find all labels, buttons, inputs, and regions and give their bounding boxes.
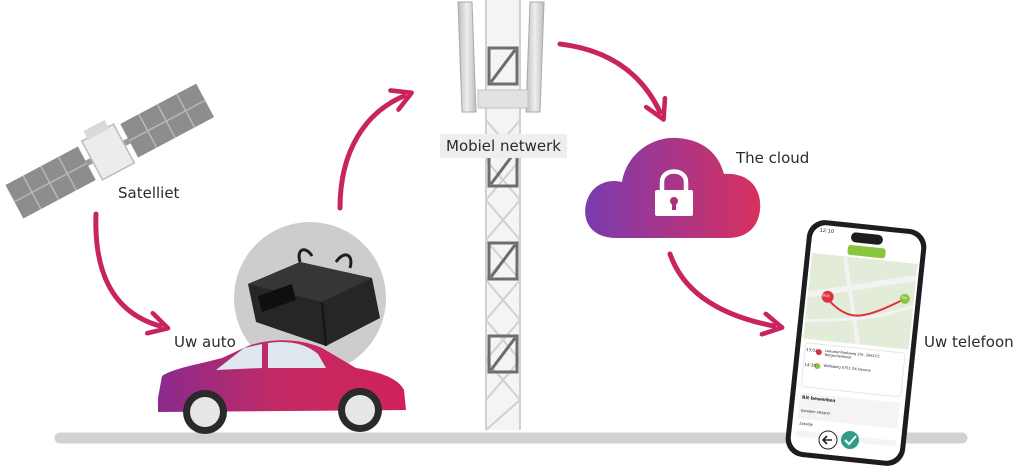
label-car: Uw auto — [174, 333, 236, 351]
arrow-device-to-network — [337, 96, 404, 211]
arrow-network-to-cloud — [557, 41, 660, 112]
label-phone: Uw telefoon — [924, 333, 1014, 351]
label-satellite: Satelliet — [118, 184, 180, 202]
arrow-cloud-to-phone — [667, 251, 774, 326]
label-mobile-network: Mobiel netwerk — [440, 134, 567, 158]
smartphone — [785, 220, 927, 466]
cell-tower — [457, 0, 545, 431]
arrow-satellite-to-car — [93, 211, 160, 326]
car-icon — [158, 340, 406, 434]
satellite-icon — [5, 83, 215, 219]
label-cloud: The cloud — [736, 149, 810, 167]
lock-icon — [655, 169, 693, 216]
obd-tracker-device — [234, 222, 386, 374]
cloud-icon — [585, 137, 761, 238]
